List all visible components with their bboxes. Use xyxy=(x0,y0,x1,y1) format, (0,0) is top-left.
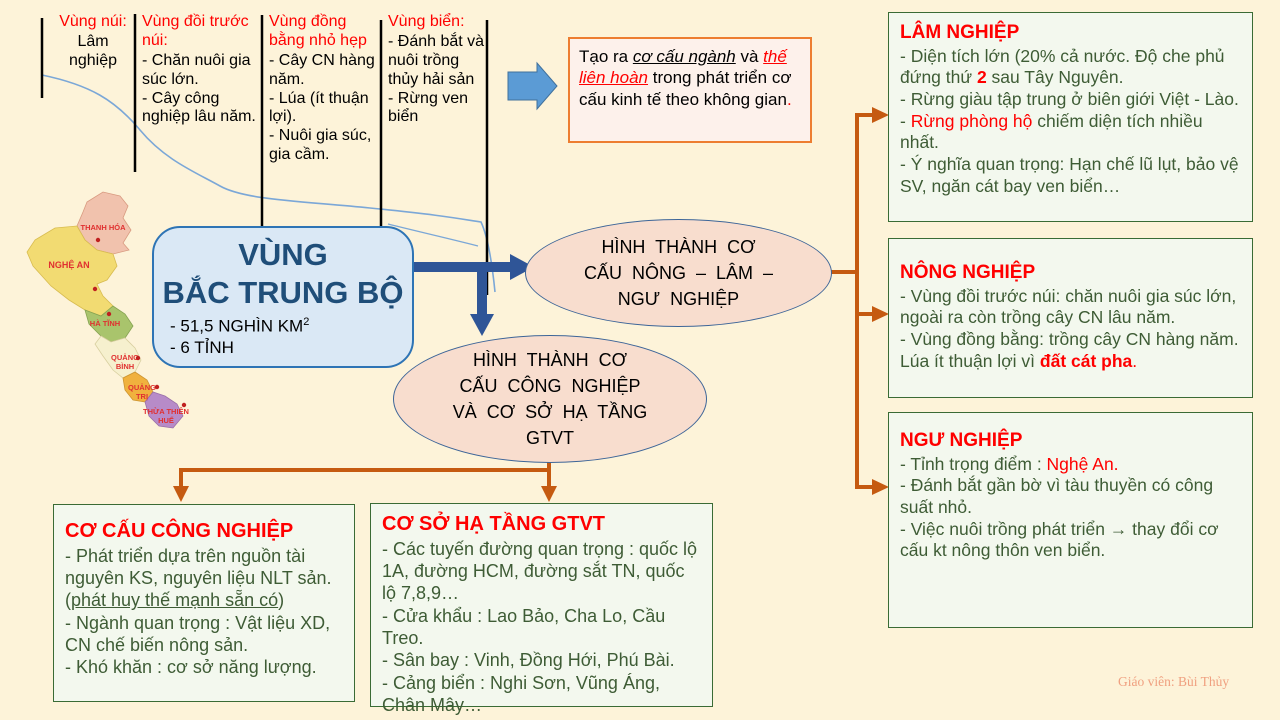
blue-arrowhead-down-icon xyxy=(470,314,494,336)
terrain-column-items: - Đánh bắt và nuôi trồng thủy hải sản- R… xyxy=(388,32,485,126)
map-city-dot xyxy=(154,384,160,390)
sector-box-title: NÔNG NGHIỆP xyxy=(900,262,1036,283)
sector-box-forestry: LÂM NGHIỆP - Diện tích lớn (20% cả nước.… xyxy=(888,12,1253,222)
terrain-column-items: - Chăn nuôi gia súc lớn.- Cây công nghiệ… xyxy=(142,51,256,126)
infrastructure-box-title: CƠ SỞ HẠ TẦNG GTVT xyxy=(382,513,606,535)
map-city-dot xyxy=(106,311,112,317)
map-label-thua-thien-hue-1: THỪA THIÊN xyxy=(143,407,189,416)
terrain-column-foothill: Vùng đồi trước núi: - Chăn nuôi gia súc … xyxy=(142,13,260,127)
orange-arrowhead-1-icon xyxy=(872,107,889,123)
map-label-quang-tri-1: QUẢNG xyxy=(128,383,156,392)
map-label-thanh-hoa: THANH HÓA xyxy=(81,223,127,232)
map-province-nghe-an xyxy=(26,225,118,317)
orange-arrowhead-2-icon xyxy=(872,306,889,322)
orange-arrowhead-down-left-icon xyxy=(173,486,189,502)
region-area-stat: - 51,5 NGHÌN KM2 xyxy=(170,315,412,338)
note-text: Tạo ra cơ cấu ngành và thế liên hoàn tro… xyxy=(579,47,792,109)
region-title-line1: VÙNG xyxy=(238,237,328,272)
terrain-column-mountain: Vùng núi: Lâm nghiệp xyxy=(52,13,134,71)
terrain-column-title: Vùng đồi trước núi: xyxy=(142,13,249,49)
terrain-curve xyxy=(41,74,496,293)
map-label-quang-binh-1: QUẢNG xyxy=(111,353,139,362)
map-province-thua-thien-hue xyxy=(144,391,184,429)
region-area-sup: 2 xyxy=(303,315,310,328)
terrain-column-plain: Vùng đồng bằng nhỏ hẹp - Cây CN hàng năm… xyxy=(269,13,379,165)
orange-arrowhead-down-right-icon xyxy=(541,486,557,502)
terrain-column-items: Lâm nghiệp xyxy=(68,32,118,69)
map-label-nghe-an: NGHỆ AN xyxy=(48,259,89,270)
sector-box-content: - Vùng đồi trước núi: chăn nuôi gia súc … xyxy=(900,285,1239,371)
region-title-line2: BẮC TRUNG BỘ xyxy=(162,274,404,310)
map-label-quang-tri-2: TRỊ xyxy=(136,392,148,401)
industry-box-content: - Phát triển dựa trên nguồn tài nguyên K… xyxy=(65,545,332,678)
region-map: THANH HÓA NGHỆ AN HÀ TĨNH QUẢNG BÌNH QUẢ… xyxy=(26,191,189,429)
sector-box-agriculture: NÔNG NGHIỆP - Vùng đồi trước núi: chăn n… xyxy=(888,238,1253,398)
map-label-quang-binh-2: BÌNH xyxy=(116,362,134,371)
sector-box-fishery: NGƯ NGHIỆP - Tỉnh trọng điểm : Nghệ An.-… xyxy=(888,412,1253,628)
spatial-structure-note: Tạo ra cơ cấu ngành và thế liên hoàn tro… xyxy=(568,37,812,143)
orange-arrowhead-3-icon xyxy=(872,479,889,495)
infrastructure-box: CƠ SỞ HẠ TẦNG GTVT - Các tuyến đường qua… xyxy=(370,503,713,715)
region-title-box: VÙNG BẮC TRUNG BỘ - 51,5 NGHÌN KM2 - 6 T… xyxy=(152,226,414,368)
terrain-column-title: Vùng đồng bằng nhỏ hẹp xyxy=(269,13,367,49)
map-city-dot xyxy=(135,355,141,361)
map-province-ha-tinh xyxy=(84,305,134,343)
fat-arrow-right-icon xyxy=(507,61,558,111)
terrain-curve-branch xyxy=(387,223,479,247)
sector-box-content: - Tỉnh trọng điểm : Nghệ An.- Đánh bắt g… xyxy=(900,453,1219,561)
industry-box-title: CƠ CẤU CÔNG NGHIỆP xyxy=(65,520,294,542)
map-city-dot xyxy=(95,237,101,243)
industry-structure-box: CƠ CẤU CÔNG NGHIỆP - Phát triển dựa trên… xyxy=(53,504,355,702)
map-city-dot xyxy=(92,286,98,292)
terrain-column-sea: Vùng biển: - Đánh bắt và nuôi trồng thủy… xyxy=(388,13,485,127)
sector-box-content: - Diện tích lớn (20% cả nước. Độ che phủ… xyxy=(900,45,1239,196)
terrain-column-title: Vùng biển: xyxy=(388,13,465,30)
blue-arrowhead-right-icon xyxy=(510,254,534,280)
infrastructure-box-content: - Các tuyến đường quan trọng : quốc lộ 1… xyxy=(382,538,698,715)
map-city-dot xyxy=(181,402,187,408)
sector-box-title: NGƯ NGHIỆP xyxy=(900,430,1023,451)
region-province-count: - 6 TỈNH xyxy=(170,338,234,358)
terrain-column-items: - Cây CN hàng năm.- Lúa (ít thuận lợi).-… xyxy=(269,51,375,164)
region-area-text: - 51,5 NGHÌN KM xyxy=(170,316,304,336)
sector-box-title: LÂM NGHIỆP xyxy=(900,22,1020,43)
teacher-credit: Giáo viên: Bùi Thủy xyxy=(1118,674,1230,689)
map-label-thua-thien-hue-2: HUẾ xyxy=(158,415,174,425)
terrain-column-title: Vùng núi: xyxy=(59,13,127,30)
map-label-ha-tinh: HÀ TĨNH xyxy=(90,319,120,328)
